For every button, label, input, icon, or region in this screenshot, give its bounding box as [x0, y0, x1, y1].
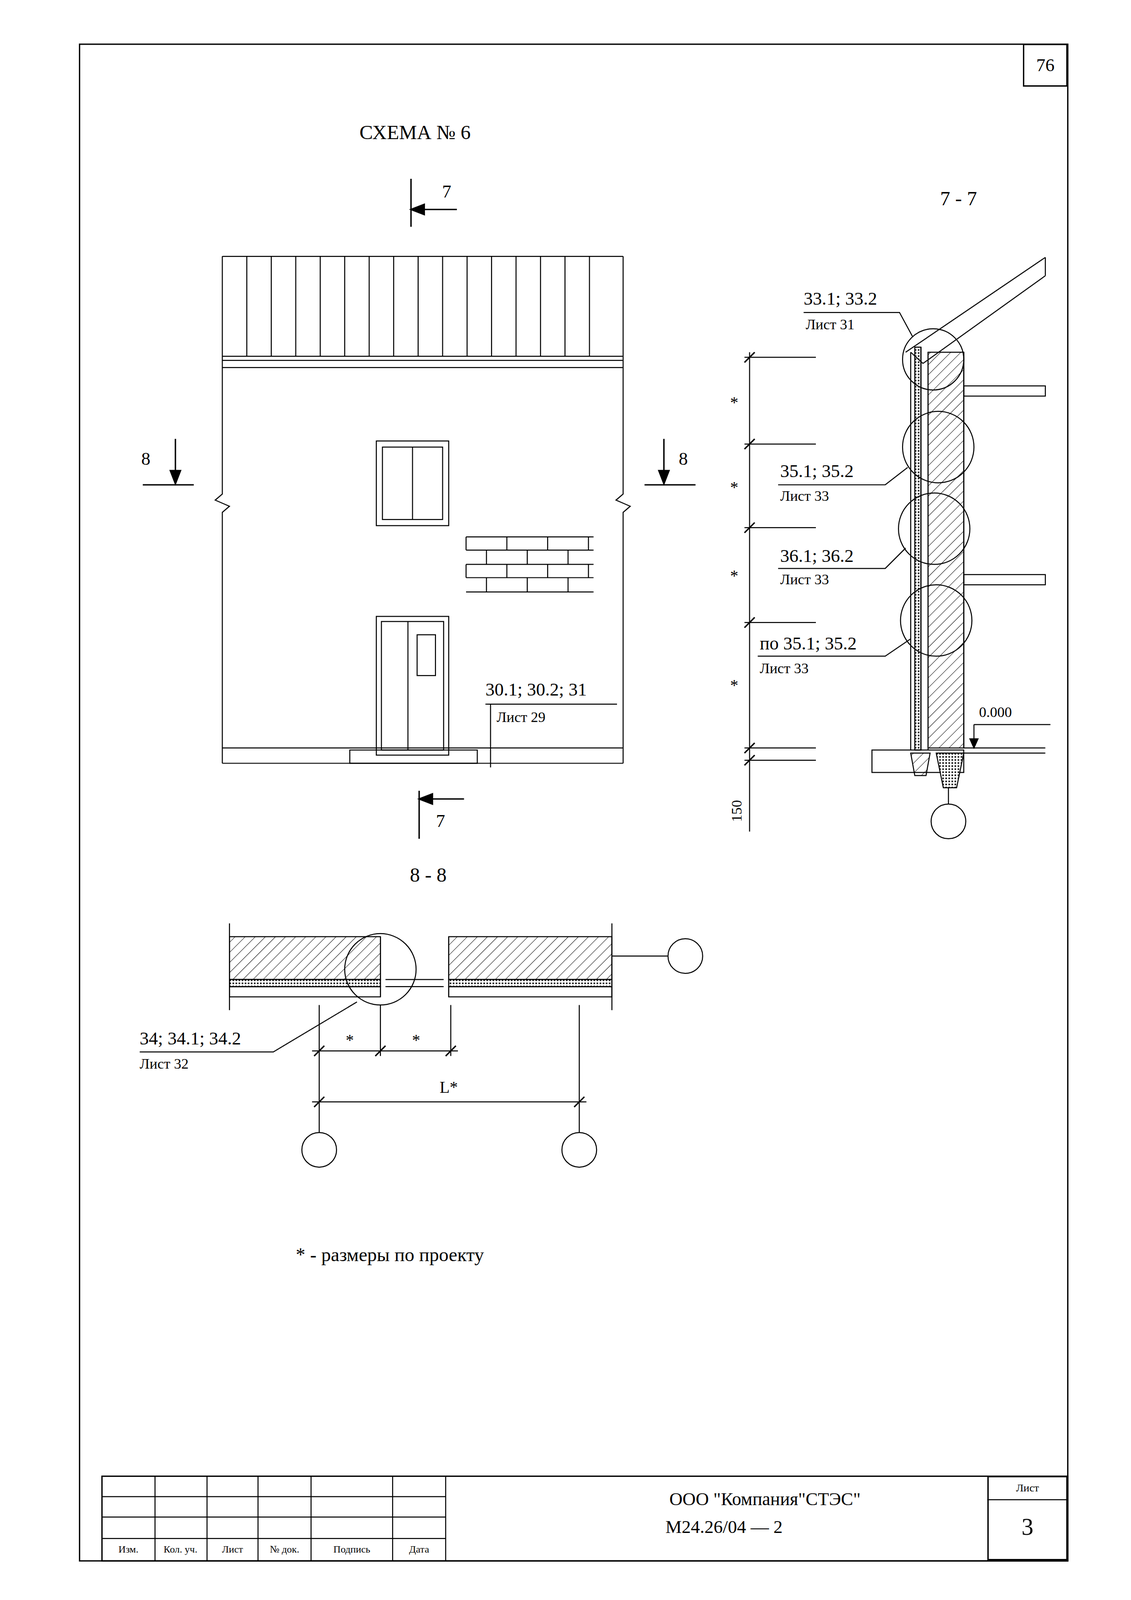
roof-line	[417, 256, 419, 357]
dimension: *	[730, 567, 739, 585]
brick-joint	[466, 591, 594, 593]
sheet-title: СХЕМА № 6	[359, 122, 471, 143]
roof-cladding	[246, 256, 590, 357]
roof-line	[393, 256, 395, 357]
section-number: 8	[678, 449, 688, 468]
section-number: 7	[435, 811, 446, 831]
brick-joint	[567, 577, 569, 592]
node-text: 3	[1021, 1514, 1034, 1539]
dimension: *	[345, 1032, 354, 1049]
section-8-8	[139, 923, 703, 1168]
sheet-ref: Лист 33	[759, 660, 809, 676]
brick-joint	[547, 536, 549, 550]
brick-joint	[547, 564, 549, 578]
callout-number: 30.1; 30.2; 31	[485, 680, 587, 699]
dimension: *	[730, 479, 739, 496]
dimension: *	[730, 394, 739, 411]
brick-joint	[506, 536, 508, 550]
page-number-box: 76	[1022, 43, 1068, 87]
roof-line	[441, 256, 443, 357]
brick-joint	[526, 549, 528, 565]
brick-joint	[466, 563, 594, 565]
brick-joint	[587, 564, 589, 578]
roof-line	[319, 256, 321, 357]
stamp-header: Изм.	[118, 1544, 139, 1555]
brick-joint	[526, 577, 528, 592]
roof-line	[368, 256, 370, 357]
sheet-frame	[79, 44, 1068, 1561]
brick-joint	[466, 549, 594, 551]
brick-joint	[486, 549, 488, 565]
brick-pattern	[466, 536, 594, 592]
dimension: *	[730, 677, 739, 694]
roof-line	[270, 256, 272, 357]
section-title: 7 - 7	[940, 188, 978, 209]
callout-number: по 35.1; 35.2	[759, 634, 857, 653]
brick-joint	[587, 536, 589, 550]
title-block	[102, 1476, 1069, 1562]
callout-number: 36.1; 36.2	[780, 546, 854, 566]
roof-line	[539, 256, 541, 357]
sheet-ref: Лист 31	[805, 316, 855, 332]
callout-number: 34; 34.1; 34.2	[139, 1029, 241, 1048]
section-number: 8	[141, 449, 151, 468]
sheet-ref: Лист 32	[139, 1056, 189, 1071]
stamp-header: Дата	[409, 1544, 430, 1555]
section-title: 8 - 8	[409, 865, 447, 886]
brick-joint	[466, 536, 594, 538]
brick-joint	[465, 536, 467, 550]
roof-line	[564, 256, 566, 357]
sheet-number-cell: Лист 3	[987, 1475, 1069, 1561]
brick-joint	[465, 564, 467, 578]
roof-line	[515, 256, 517, 357]
document-code: М24.26/04 — 2	[665, 1517, 783, 1536]
roof-line	[246, 256, 248, 357]
cell-header: Лист	[1016, 1482, 1039, 1494]
sheet-ref: Лист 29	[496, 709, 546, 725]
note: * - размеры по проекту	[295, 1245, 485, 1265]
roof-line	[344, 256, 346, 357]
dimension: *	[411, 1032, 421, 1049]
section-7-7	[744, 257, 1051, 839]
roof-line	[588, 256, 590, 357]
brick-joint	[466, 576, 594, 578]
stamp-header: Подпись	[333, 1544, 371, 1555]
stamp-header: Кол. уч.	[163, 1544, 198, 1555]
stamp-header: № док.	[269, 1544, 300, 1555]
node-text: 76	[1036, 56, 1055, 75]
dimension: L*	[439, 1079, 458, 1096]
brick-joint	[506, 564, 508, 578]
sheet-ref: Лист 33	[780, 571, 830, 587]
facade	[215, 256, 631, 763]
section-mark	[142, 178, 696, 839]
brick-joint	[486, 577, 488, 592]
sheet-ref: Лист 33	[780, 488, 830, 504]
brick-joint	[567, 549, 569, 565]
section-number: 7	[441, 182, 452, 201]
stamp-header: Лист	[222, 1544, 244, 1555]
level-mark: 0.000	[979, 704, 1012, 720]
roof-line	[295, 256, 296, 357]
roof-line	[466, 256, 468, 357]
leader-line	[485, 704, 617, 768]
dimension: 150	[729, 799, 744, 822]
roof-line	[491, 256, 493, 357]
callout-number: 33.1; 33.2	[803, 289, 877, 308]
company-name: ООО "Компания"СТЭС"	[669, 1489, 861, 1509]
callout-number: 35.1; 35.2	[780, 461, 854, 481]
